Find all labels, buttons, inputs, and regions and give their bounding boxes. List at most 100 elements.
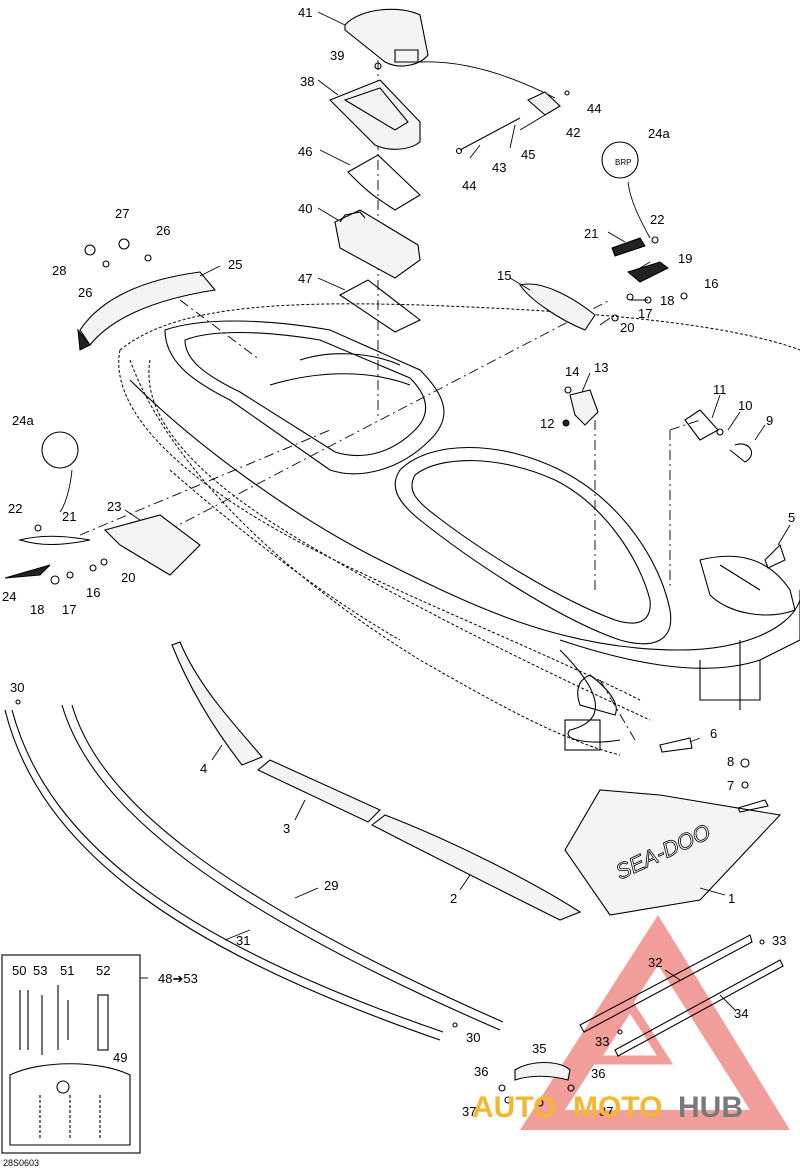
callout-16-left: 16 [86,585,100,600]
screw-39[interactable] [374,62,382,70]
screw-44[interactable] [564,90,570,96]
cap-brand-text: BRP [615,158,631,167]
callout-21-left: 21 [62,509,76,524]
callout-24a-left: 24a [12,413,34,428]
callout-31: 31 [236,933,250,948]
screw-33[interactable] [617,939,765,1035]
rub-rail-29[interactable] [61,704,504,1031]
callout-3: 3 [283,821,290,836]
callout-17-top: 17 [638,306,652,321]
callout-10: 10 [738,398,752,413]
callout-42: 42 [566,125,580,140]
callout-15: 15 [497,268,511,283]
callout-2: 2 [450,891,457,906]
callout-16-top: 16 [704,276,718,291]
callout-44-lower: 44 [462,178,476,193]
callout-37-right: 37 [599,1104,613,1119]
pad-6[interactable] [659,737,693,753]
callout-39: 39 [330,48,344,63]
mat-2[interactable] [370,814,582,921]
callout-40: 40 [298,201,312,216]
rear-rail-32[interactable] [579,934,753,1033]
tow-hook-9-11[interactable] [684,409,753,463]
fasteners-left-16-17-18-20-22[interactable] [34,524,108,585]
callout-35: 35 [532,1041,546,1056]
fasteners-36-37[interactable] [498,1084,575,1107]
part-22-top[interactable] [651,236,659,244]
grab-handle-25[interactable] [77,271,217,351]
tool-kit-box [1,954,141,1154]
callout-27: 27 [115,206,129,221]
diagram-code: 28S0603 [3,1158,39,1168]
storage-cover-41[interactable] [344,8,429,67]
mat-3[interactable] [256,759,381,823]
callout-20-top: 20 [620,320,634,335]
callout-26-upper: 26 [156,223,170,238]
watermark-auto: AUTO [472,1091,556,1124]
callout-50: 50 [12,963,26,978]
mat-1[interactable]: SEA-DOO [564,789,782,916]
gasket-47[interactable] [338,279,422,333]
callout-46: 46 [298,144,312,159]
callout-49: 49 [113,1050,127,1065]
watermark-moto: MOTO [573,1091,662,1124]
watermark-hub: HUB [678,1091,743,1124]
callout-5: 5 [788,510,795,525]
rear-rail-34[interactable] [614,959,784,1057]
mat-4[interactable] [171,641,263,766]
callout-11: 11 [713,382,727,397]
callout-51: 51 [60,963,74,978]
callout-44-upper: 44 [587,101,601,116]
callout-6: 6 [710,726,717,741]
leader-lines [124,11,791,1011]
part-15[interactable] [519,283,596,331]
bracket-13[interactable] [562,386,599,427]
callout-7: 7 [727,778,734,793]
callout-45: 45 [521,147,535,162]
callout-4: 4 [200,761,207,776]
vent-23[interactable] [103,514,201,576]
callout-24a-top: 24a [648,126,670,141]
callout-21-top: 21 [584,226,598,241]
callout-38: 38 [300,74,314,89]
cap-24a-left[interactable] [41,431,79,469]
callout-33-upper: 33 [772,933,786,948]
callout-41: 41 [298,5,312,20]
callout-32: 32 [648,955,662,970]
callout-22-top: 22 [650,212,664,227]
storage-bin-40[interactable] [334,209,421,279]
callout-52: 52 [96,963,110,978]
watermark-text: AUTO MOTO HUB [472,1091,743,1124]
storage-bin-frame-38[interactable] [329,79,421,150]
callout-13: 13 [594,360,608,375]
callout-25: 25 [228,257,242,272]
watermark-triangle [520,915,790,1130]
part-19[interactable] [626,261,669,283]
part-21-top[interactable] [611,237,646,257]
callout-33-lower: 33 [595,1034,609,1049]
pad-5[interactable] [764,543,786,569]
bumper-35[interactable] [514,1061,571,1081]
callout-43: 43 [492,160,506,175]
callout-labels: 41 39 38 46 40 47 44 42 43 45 44 24a 22 … [2,5,795,1119]
latch-42[interactable] [527,91,561,116]
cable-43[interactable] [455,117,521,155]
screw-30[interactable] [15,699,458,1028]
part-24[interactable] [4,564,51,579]
callout-34: 34 [734,1006,748,1021]
gasket-46[interactable] [347,154,421,211]
part-21-left[interactable] [17,535,91,545]
callout-53: 53 [33,963,47,978]
callout-9: 9 [766,413,773,428]
assembly-lines [59,60,701,741]
callout-48-53: 48➔53 [158,971,198,986]
rub-rail-31[interactable] [4,709,444,1041]
fastener-7-8[interactable] [737,758,769,813]
cap-24a-top[interactable]: BRP [601,141,639,179]
callout-37-left: 37 [462,1104,476,1119]
callout-8: 8 [727,754,734,769]
fasteners-26-27-28[interactable] [84,238,152,268]
callout-18-left: 18 [30,602,44,617]
callout-30-lower: 30 [466,1030,480,1045]
